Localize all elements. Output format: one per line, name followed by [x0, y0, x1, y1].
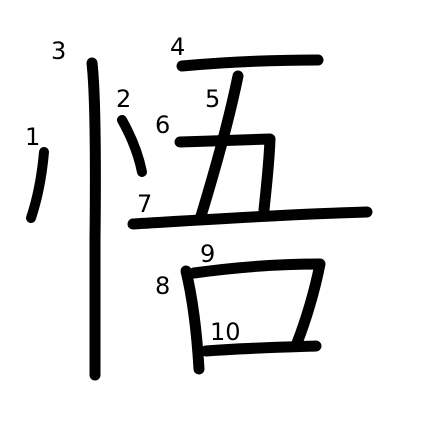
stroke-number-8: 8: [155, 272, 170, 300]
stroke-number-9: 9: [200, 240, 215, 268]
stroke-9: [188, 258, 326, 349]
stroke-8: [180, 265, 205, 375]
stroke-number-5: 5: [205, 85, 220, 113]
stroke-number-7: 7: [137, 190, 152, 218]
stroke-1: [26, 147, 49, 223]
stroke-number-10: 10: [210, 318, 241, 346]
stroke-number-2: 2: [116, 85, 131, 113]
stroke-7: [127, 206, 373, 230]
stroke-number-6: 6: [155, 111, 170, 139]
stroke-2: [117, 115, 147, 177]
stroke-10: [200, 340, 322, 357]
stroke-number-4: 4: [170, 33, 185, 61]
stroke-3: [86, 57, 101, 381]
stroke-4: [176, 54, 324, 72]
stroke-6: [174, 133, 276, 216]
stroke-number-1: 1: [25, 123, 40, 151]
stroke-number-3: 3: [51, 37, 66, 65]
